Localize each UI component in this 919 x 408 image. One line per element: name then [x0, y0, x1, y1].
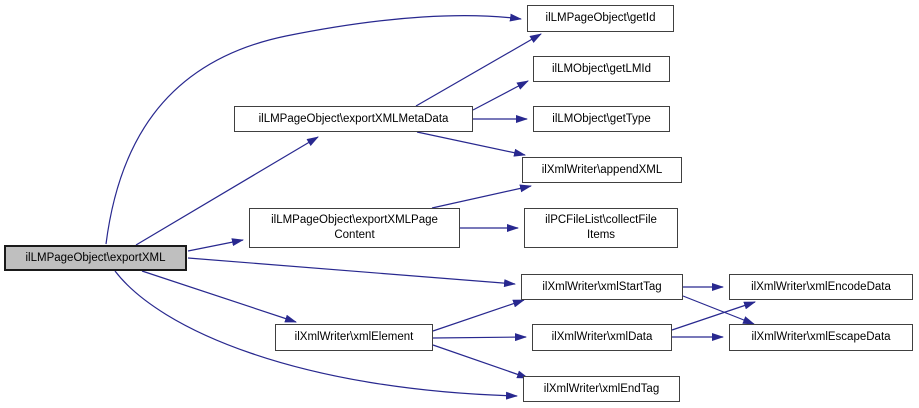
edge-xmlStartTag-to-xmlEscapeData: [682, 295, 755, 325]
graph-node-xmlEscapeData[interactable]: ilXmlWriter\xmlEscapeData: [729, 324, 913, 351]
graph-node-xmlStartTag[interactable]: ilXmlWriter\xmlStartTag: [521, 274, 683, 300]
edge-exportXMLPageContent-to-appendXML: [431, 184, 532, 209]
edge-xmlElement-to-xmlData: [432, 333, 527, 342]
edge-exportXML-to-xmlEndTag: [114, 270, 518, 400]
graph-node-getId[interactable]: ilLMPageObject\getId: [527, 5, 674, 32]
edge-exportXMLMetaData-to-appendXML: [416, 131, 526, 157]
edge-xmlData-to-xmlEncodeData: [671, 301, 756, 331]
graph-node-getType[interactable]: ilLMObject\getType: [533, 106, 670, 132]
edge-xmlElement-to-xmlStartTag: [432, 299, 525, 332]
edge-xmlElement-to-xmlEndTag: [432, 344, 529, 379]
graph-node-exportXMLPageContent[interactable]: ilLMPageObject\exportXMLPage Content: [249, 208, 460, 248]
edge-exportXML-to-xmlElement: [141, 270, 297, 323]
graph-node-getLMId[interactable]: ilLMObject\getLMId: [533, 56, 670, 82]
edge-exportXML-to-exportXMLPageContent: [187, 238, 244, 252]
edge-exportXML-to-exportXMLMetaData: [135, 136, 319, 246]
edge-exportXML-to-getId: [105, 13, 522, 245]
graph-node-exportXMLMetaData[interactable]: ilLMPageObject\exportXMLMetaData: [234, 106, 473, 132]
graph-node-xmlEncodeData[interactable]: ilXmlWriter\xmlEncodeData: [729, 274, 913, 300]
graph-node-exportXML: ilLMPageObject\exportXML: [4, 245, 187, 271]
graph-node-xmlEndTag[interactable]: ilXmlWriter\xmlEndTag: [523, 376, 680, 402]
edge-exportXML-to-xmlStartTag: [187, 257, 516, 288]
graph-node-xmlElement[interactable]: ilXmlWriter\xmlElement: [275, 324, 433, 351]
graph-node-xmlData[interactable]: ilXmlWriter\xmlData: [532, 324, 672, 351]
edge-exportXMLMetaData-to-getLMId: [472, 80, 529, 111]
edge-exportXMLMetaData-to-getId: [415, 33, 542, 107]
graph-node-appendXML[interactable]: ilXmlWriter\appendXML: [522, 157, 682, 183]
graph-node-collectFileItems[interactable]: ilPCFileList\collectFile Items: [524, 208, 678, 248]
